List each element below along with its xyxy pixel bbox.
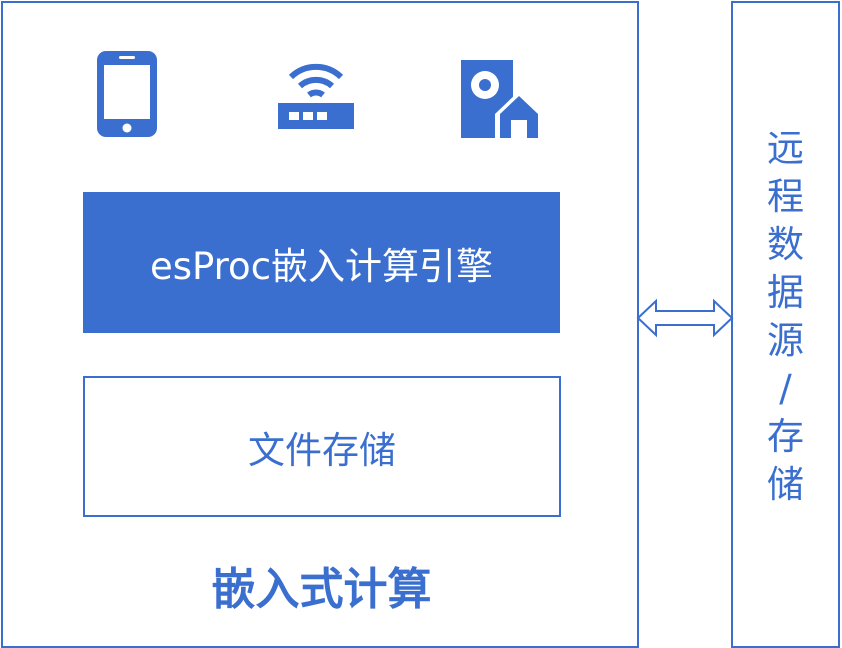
smart-home-icon bbox=[461, 60, 543, 138]
mobile-phone-icon bbox=[97, 51, 157, 137]
engine-label: esProc嵌入计算引擎 bbox=[149, 244, 494, 288]
embedded-caption: 嵌入式计算 bbox=[211, 564, 432, 615]
esproc-engine-box: esProc嵌入计算引擎 bbox=[83, 192, 560, 333]
remote-label-char: 远 bbox=[767, 127, 804, 170]
storage-label: 文件存储 bbox=[248, 428, 396, 472]
double-arrow-icon bbox=[636, 298, 734, 338]
file-storage-box: 文件存储 bbox=[83, 376, 561, 517]
remote-label-char: 存 bbox=[767, 415, 804, 458]
remote-label-char: 程 bbox=[767, 175, 804, 218]
remote-data-source-container: 远 程 数 据 源 / 存 储 bbox=[731, 1, 840, 648]
remote-label-char: 数 bbox=[767, 223, 804, 266]
embedded-computing-container: esProc嵌入计算引擎 文件存储 嵌入式计算 bbox=[1, 1, 639, 648]
remote-label: 远 程 数 据 源 / 存 储 bbox=[733, 125, 838, 509]
remote-label-char: 储 bbox=[767, 463, 804, 506]
remote-label-char: / bbox=[779, 367, 792, 410]
remote-label-char: 源 bbox=[767, 319, 804, 362]
wifi-router-icon bbox=[278, 63, 354, 129]
remote-label-char: 据 bbox=[767, 271, 804, 314]
